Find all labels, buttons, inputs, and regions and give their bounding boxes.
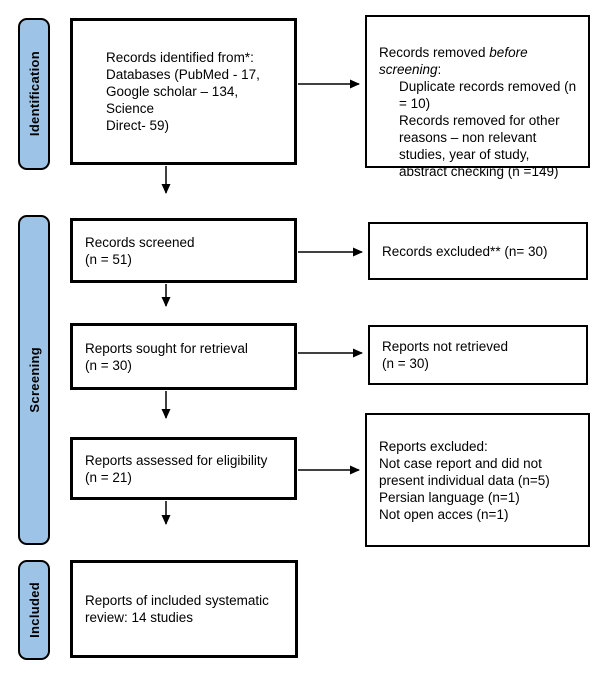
box-reports-sought: Reports sought for retrieval (n = 30) xyxy=(70,323,297,390)
box-records-removed-text: Records removed before screening: Duplic… xyxy=(367,17,582,197)
box-records-removed: Records removed before screening: Duplic… xyxy=(365,15,590,179)
records-removed-prefix: Records removed xyxy=(379,45,490,60)
box-records-screened: Records screened (n = 51) xyxy=(70,218,297,283)
box-included-reports: Reports of included systematic review: 1… xyxy=(70,560,298,658)
stage-identification: Identification xyxy=(18,18,50,170)
box-reports-not-retrieved: Reports not retrieved (n = 30) xyxy=(368,325,588,385)
stage-included-label: Included xyxy=(26,582,42,638)
records-removed-details: Duplicate records removed (n = 10) Recor… xyxy=(399,79,577,179)
stage-screening: Screening xyxy=(18,215,50,545)
box-records-screened-text: Records screened (n = 51) xyxy=(85,234,195,267)
records-removed-italic: before screening xyxy=(379,45,528,77)
box-reports-excluded: Reports excluded: Not case report and di… xyxy=(365,413,590,547)
box-records-excluded: Records excluded** (n= 30) xyxy=(368,222,588,280)
box-reports-assessed-text: Reports assessed for eligibility (n = 21… xyxy=(85,452,268,485)
box-reports-sought-text: Reports sought for retrieval (n = 30) xyxy=(85,340,248,373)
box-included-reports-text: Reports of included systematic review: 1… xyxy=(85,593,269,625)
box-records-excluded-text: Records excluded** (n= 30) xyxy=(382,243,548,259)
box-reports-not-retrieved-text: Reports not retrieved (n = 30) xyxy=(382,339,509,371)
box-reports-assessed: Reports assessed for eligibility (n = 21… xyxy=(70,437,297,500)
box-reports-excluded-text: Reports excluded: Not case report and di… xyxy=(379,438,550,522)
records-removed-suffix: : xyxy=(437,62,442,77)
box-records-identified-text: Records identified from*: Databases (Pub… xyxy=(106,50,260,133)
stage-included: Included xyxy=(18,560,50,660)
box-records-identified: Records identified from*: Databases (Pub… xyxy=(70,18,297,165)
stage-screening-label: Screening xyxy=(26,347,42,413)
stage-identification-label: Identification xyxy=(26,51,42,137)
